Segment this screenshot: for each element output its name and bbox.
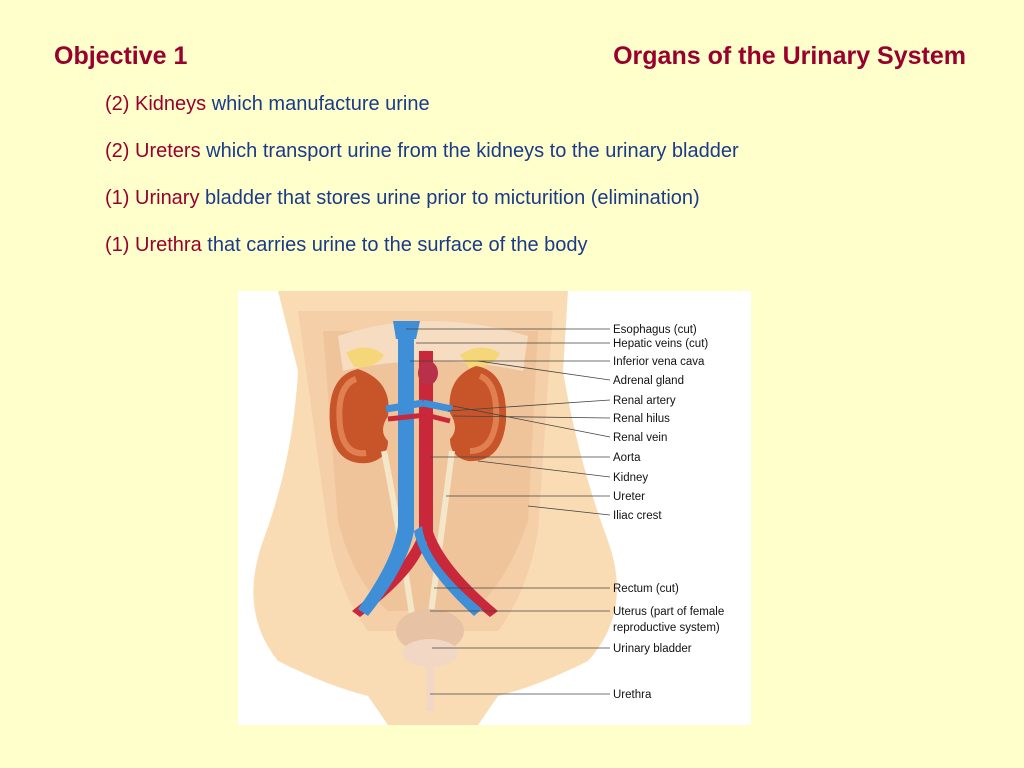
list-item-bladder: (1) Urinary bladder that stores urine pr… [105,184,739,231]
anatomy-illustration: Esophagus (cut) Hepatic veins (cut) Infe… [253,291,724,725]
organ-list: (2) Kidneys which manufacture urine (2) … [105,90,739,278]
item-term: Urethra [135,234,202,256]
item-count: (1) [105,234,130,256]
slide-title: Organs of the Urinary System [613,42,966,70]
item-description: that carries urine to the surface of the… [207,234,588,256]
urinary-system-figure: Esophagus (cut) Hepatic veins (cut) Infe… [238,291,751,725]
label-inferior-vena-cava: Inferior vena cava [613,356,705,368]
label-kidney: Kidney [613,472,648,484]
item-description: bladder that stores urine prior to mictu… [205,187,700,209]
label-uterus-line2: reproductive system) [613,622,720,634]
item-description: which manufacture urine [211,93,430,115]
label-urinary-bladder: Urinary bladder [613,643,692,655]
list-item-urethra: (1) Urethra that carries urine to the su… [105,231,739,278]
label-esophagus: Esophagus (cut) [613,324,697,336]
label-adrenal-gland: Adrenal gland [613,375,684,387]
item-count: (2) [105,93,130,115]
label-iliac-crest: Iliac crest [613,510,662,522]
torso-illustration [253,291,617,725]
item-count: (2) [105,140,130,162]
label-urethra: Urethra [613,689,652,701]
item-count: (1) [105,187,130,209]
item-term: Urinary [135,187,200,209]
label-renal-vein: Renal vein [613,432,667,444]
leader-lines [406,328,611,695]
label-renal-hilus: Renal hilus [613,413,670,425]
label-rectum: Rectum (cut) [613,583,679,595]
label-hepatic-veins: Hepatic veins (cut) [613,338,708,350]
label-ureter: Ureter [613,491,645,503]
item-description: which transport urine from the kidneys t… [206,140,739,162]
label-aorta: Aorta [613,452,641,464]
objective-heading: Objective 1 [54,42,188,70]
list-item-kidneys: (2) Kidneys which manufacture urine [105,90,739,137]
item-term: Ureters [135,140,201,162]
list-item-ureters: (2) Ureters which transport urine from t… [105,137,739,184]
label-renal-artery: Renal artery [613,395,676,407]
item-term: Kidneys [135,93,207,115]
label-uterus-line1: Uterus (part of female [613,606,724,618]
